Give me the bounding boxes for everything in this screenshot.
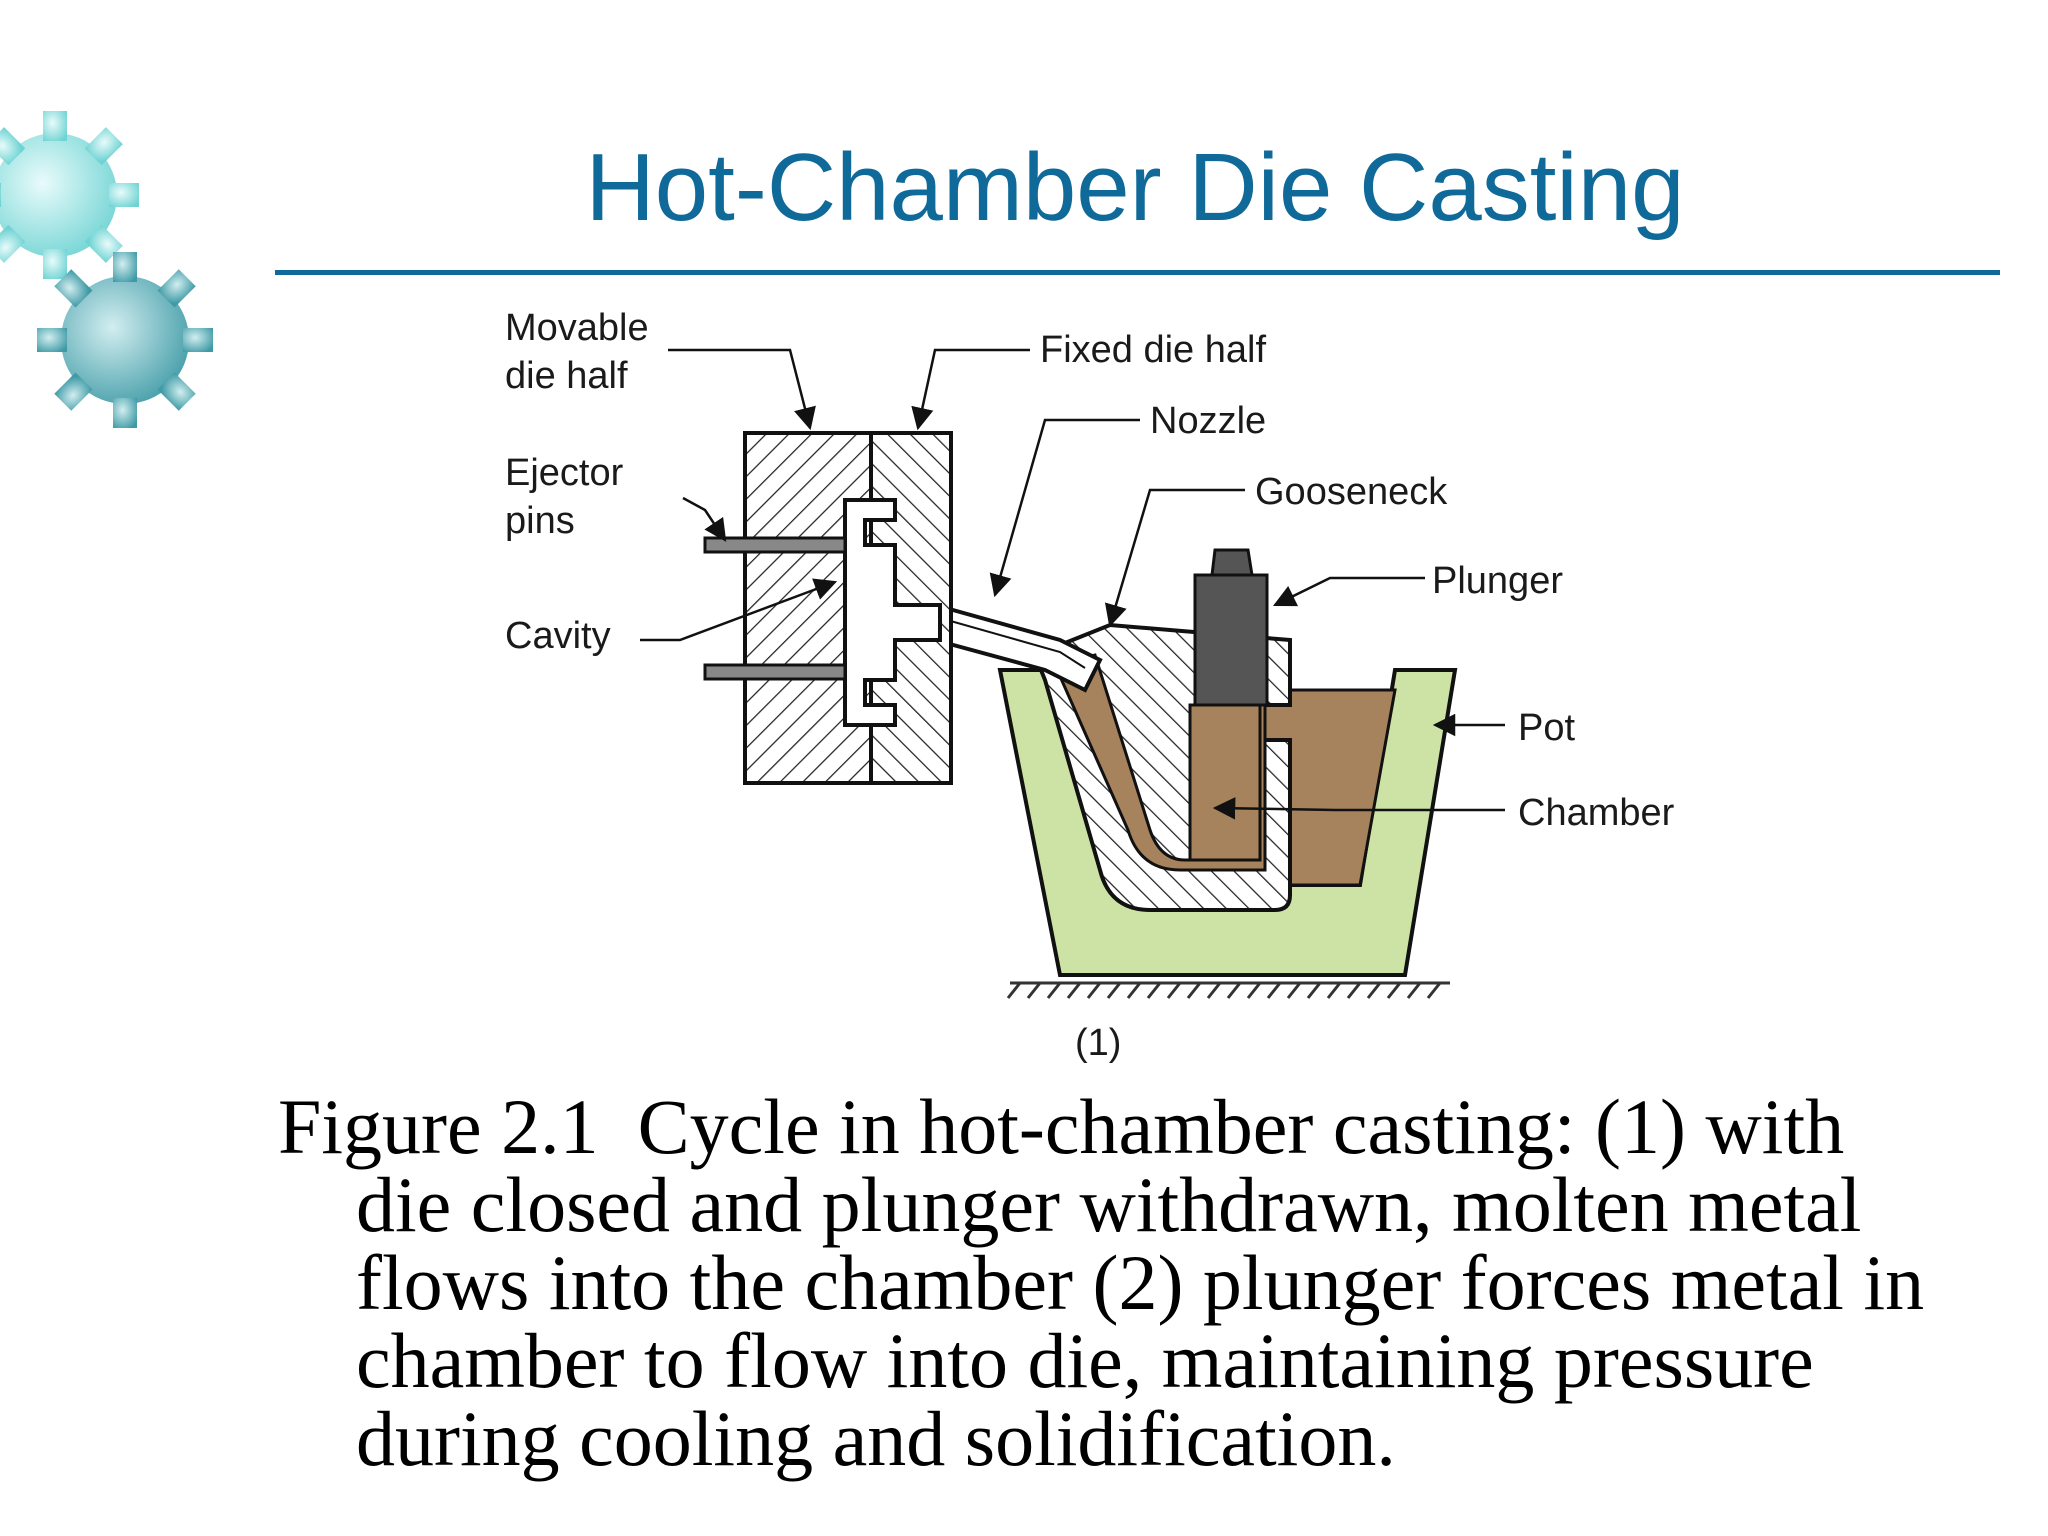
caption-line-1: Figure 2.1 Cycle in hot-chamber casting:… — [278, 1083, 1845, 1170]
gears-icon — [0, 111, 213, 428]
label-movable-die-half-line2: die half — [505, 355, 628, 397]
slide-title: Hot-Chamber Die Casting — [585, 134, 1685, 241]
plunger — [1193, 573, 1269, 707]
label-gooseneck: Gooseneck — [1255, 471, 1448, 513]
ejector-pin-lower — [703, 663, 847, 681]
label-plunger: Plunger — [1432, 560, 1563, 602]
figure-caption: Figure 2.1 Cycle in hot-chamber casting:… — [278, 1088, 2018, 1478]
label-ejector-pins-line1: Ejector — [505, 452, 624, 494]
label-nozzle: Nozzle — [1150, 400, 1266, 442]
label-pot: Pot — [1518, 707, 1575, 749]
gear-small-icon — [37, 252, 213, 428]
die-cavity — [843, 498, 942, 727]
label-fixed-die-half: Fixed die half — [1040, 329, 1266, 371]
leader-lines — [640, 348, 1505, 820]
nozzle-bore — [939, 617, 1086, 669]
chamber-bore — [1188, 703, 1262, 862]
label-cavity: Cavity — [505, 615, 611, 657]
label-figure-part: (1) — [1075, 1022, 1121, 1064]
ground-hatch — [1006, 981, 1450, 999]
caption-line-2: die closed and plunger withdrawn, molten… — [356, 1161, 1862, 1248]
ejector-pin-upper — [703, 536, 847, 554]
label-chamber: Chamber — [1518, 792, 1675, 834]
label-ejector-pins-line2: pins — [505, 500, 575, 542]
plunger-rod — [1210, 548, 1254, 577]
caption-line-4: chamber to flow into die, maintaining pr… — [356, 1317, 1814, 1404]
caption-line-5: during cooling and solidification. — [356, 1395, 1396, 1482]
hot-chamber-diagram: Movable die half Fixed die half Nozzle G… — [505, 307, 1675, 1064]
title-divider — [275, 270, 2000, 275]
caption-line-3: flows into the chamber (2) plunger force… — [356, 1239, 1925, 1326]
label-movable-die-half-line1: Movable — [505, 307, 649, 349]
